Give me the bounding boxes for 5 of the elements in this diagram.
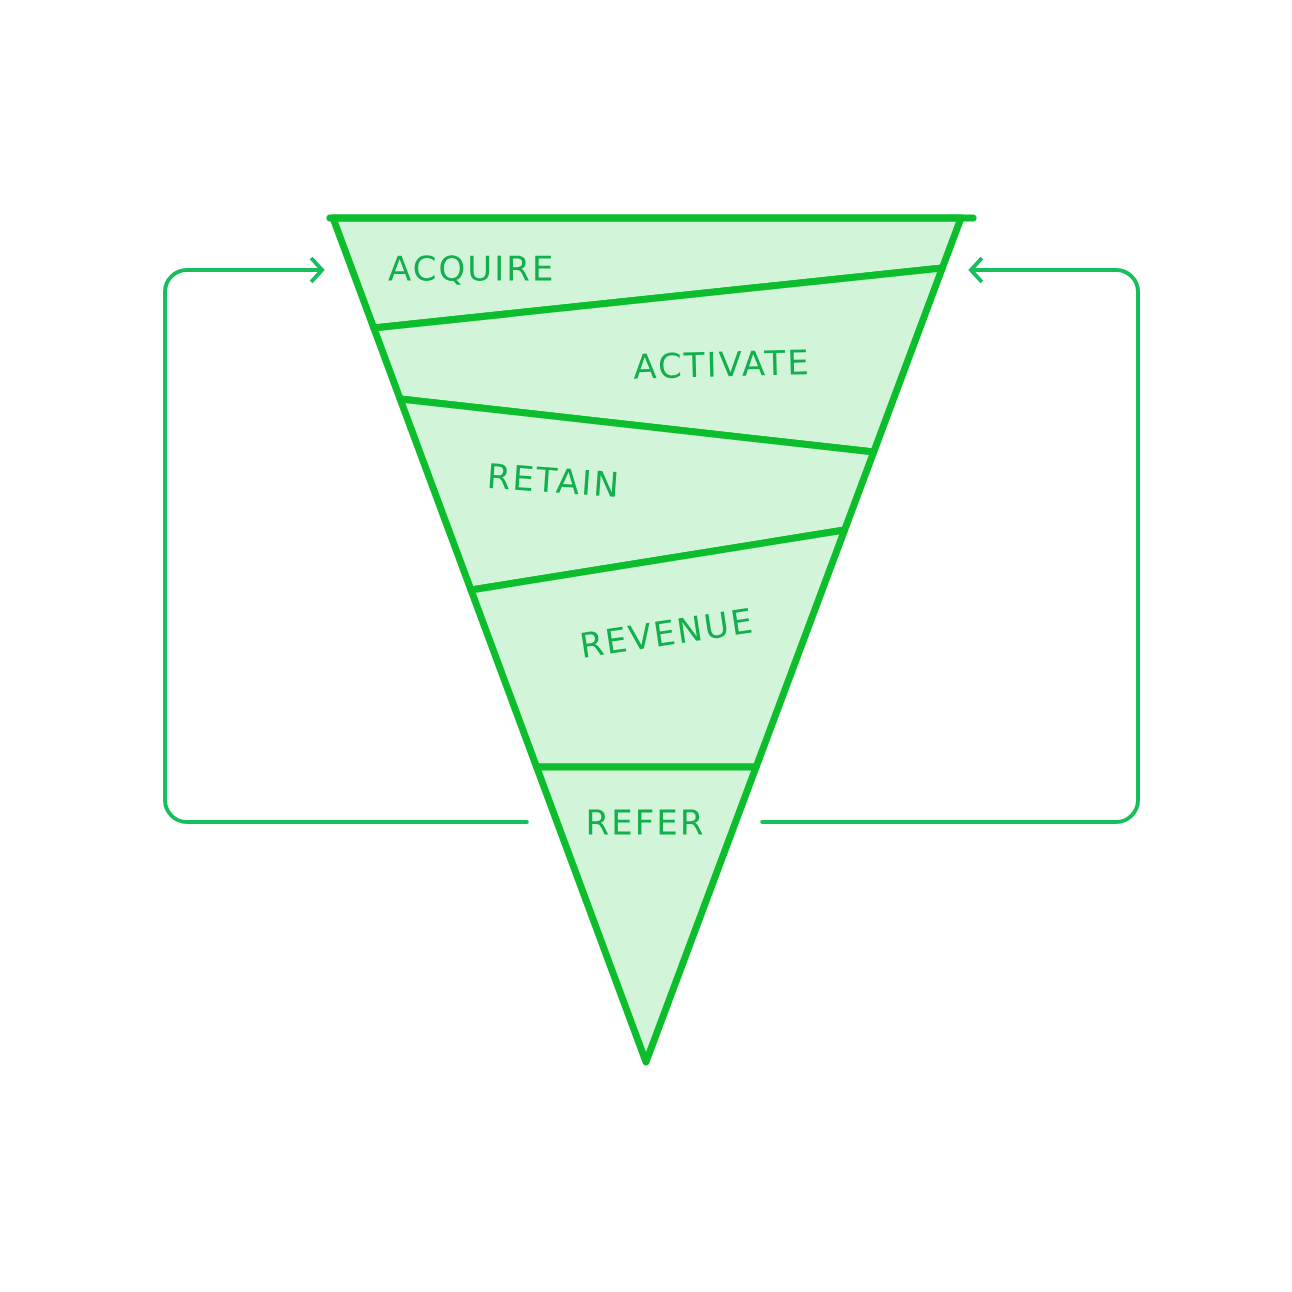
funnel-stage: REFER [533, 763, 760, 1066]
arrow [163, 256, 529, 824]
funnel-stage: REVENUE [467, 526, 849, 771]
arrow [760, 256, 1140, 824]
funnel-stage: RETAIN [396, 395, 878, 594]
